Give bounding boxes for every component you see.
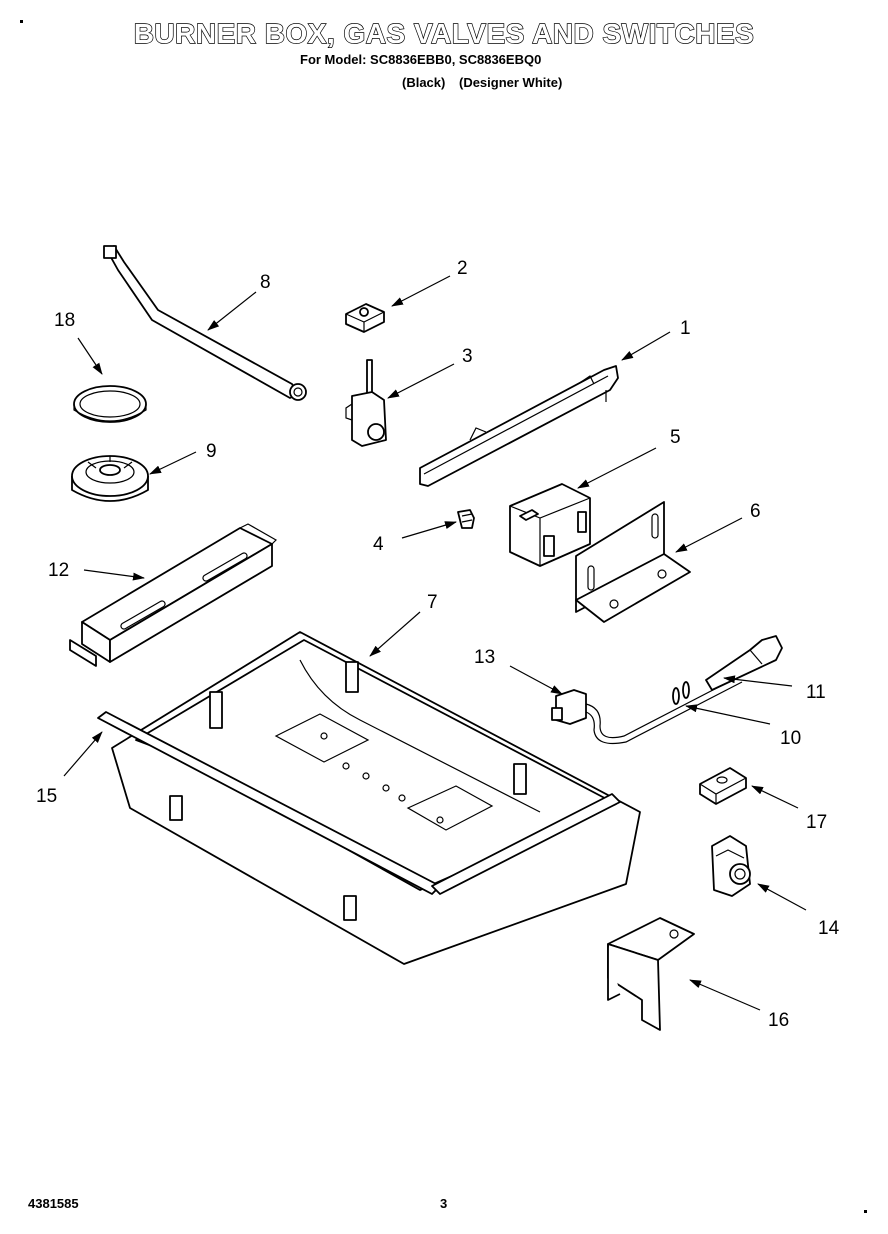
- part-16-shield: [607, 917, 695, 1031]
- document-number: 4381585: [28, 1196, 79, 1211]
- part-18-ring: [73, 385, 147, 423]
- leader-6: [675, 517, 743, 553]
- part-8-gas-tube: [103, 245, 307, 401]
- callout-18: 18: [54, 310, 75, 331]
- leader-18: [77, 337, 103, 375]
- callout-1: 1: [680, 318, 691, 339]
- leader-11: [723, 675, 793, 687]
- part-7-burner-box: [111, 631, 641, 965]
- callout-12: 12: [48, 560, 69, 581]
- part-14-valve: [711, 835, 751, 897]
- leader-15: [63, 731, 103, 777]
- callout-4: 4: [373, 534, 384, 555]
- leader-16: [689, 979, 761, 1011]
- corner-mark-bottom: [864, 1210, 867, 1213]
- callout-10: 10: [780, 728, 801, 749]
- callout-17: 17: [806, 812, 827, 833]
- model-line: For Model: SC8836EBB0, SC8836EBQ0: [300, 52, 542, 67]
- callout-14: 14: [818, 918, 840, 939]
- callout-11: 11: [806, 682, 826, 703]
- callout-5: 5: [670, 427, 681, 448]
- part-10-lead-wire: [585, 675, 743, 745]
- callout-6: 6: [750, 501, 761, 522]
- part-15-strip: [97, 711, 621, 895]
- model-variants: (Black) (Designer White): [402, 75, 572, 90]
- leader-7: [369, 611, 421, 657]
- leader-1: [621, 331, 671, 361]
- part-12-channel: [69, 523, 277, 667]
- leader-3: [387, 363, 455, 399]
- callout-9: 9: [206, 441, 217, 462]
- part-11-electrode: [705, 635, 783, 691]
- part-6-angle-bracket: [575, 501, 691, 623]
- part-5-switch-block: [509, 483, 591, 567]
- leader-9: [149, 451, 197, 475]
- leader-8: [207, 291, 257, 331]
- leader-4: [401, 521, 457, 539]
- page-number: 3: [440, 1196, 448, 1211]
- callout-13: 13: [474, 647, 495, 668]
- part-2-clip: [345, 303, 385, 333]
- callout-16: 16: [768, 1010, 789, 1031]
- part-17-clip: [699, 767, 747, 805]
- callout-2: 2: [457, 258, 468, 279]
- leader-14: [757, 883, 807, 911]
- leader-17: [751, 785, 799, 809]
- part-13-connector: [551, 689, 587, 725]
- leader-2: [391, 275, 451, 307]
- leader-13: [509, 665, 563, 695]
- leader-10: [685, 704, 771, 725]
- part-1-bracket-rail: [419, 365, 619, 487]
- leader-12: [83, 569, 145, 581]
- variant-black: (Black): [402, 75, 446, 90]
- leader-5: [577, 447, 657, 489]
- callout-8: 8: [260, 272, 271, 293]
- callout-15: 15: [36, 786, 57, 807]
- part-4-screw: [457, 509, 475, 529]
- corner-mark-top: [20, 20, 23, 23]
- variant-white: (Designer White): [458, 75, 563, 90]
- page-title: BURNER BOX, GAS VALVES AND SWITCHES: [133, 17, 755, 49]
- callout-7: 7: [427, 592, 438, 613]
- part-3-switch: [345, 359, 387, 447]
- part-9-burner-base: [71, 455, 149, 502]
- callout-3: 3: [462, 346, 473, 367]
